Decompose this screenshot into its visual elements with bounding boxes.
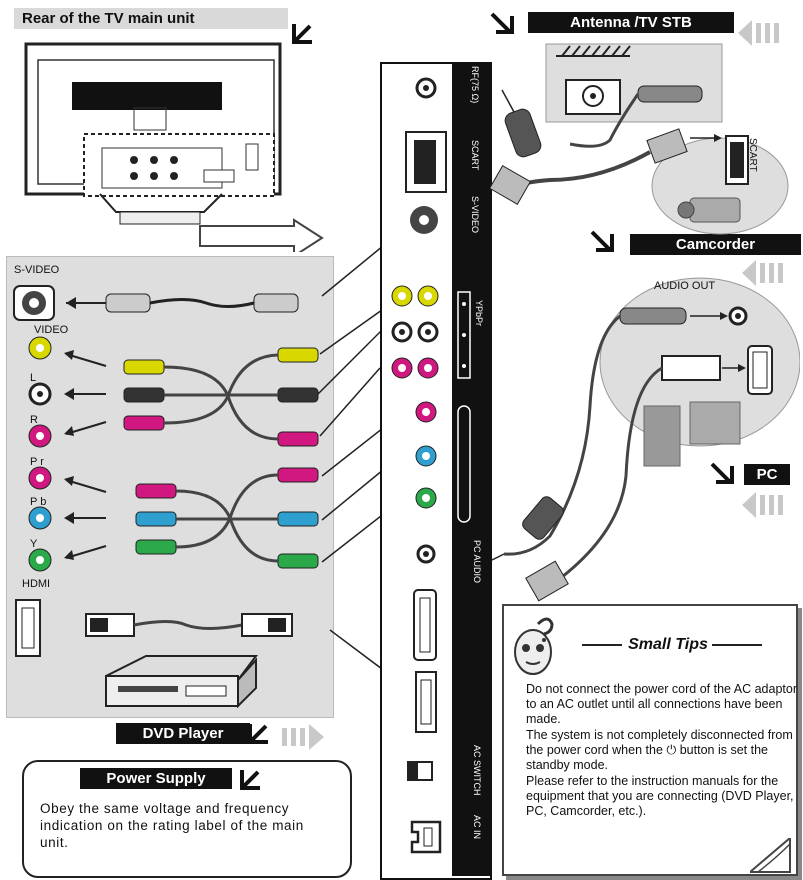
r-label: R: [30, 414, 38, 426]
rear-arrow-icon: [292, 24, 312, 44]
pc-icon: [643, 401, 741, 467]
ypbpr-port-label: YPbPr: [474, 300, 484, 327]
pc-audio-port-label: PC AUDIO: [472, 540, 482, 584]
tv-rear-illustration: [24, 42, 324, 252]
tip-item: Do not connect the power cord of the AC …: [526, 682, 798, 726]
tip-item: Please refer to the instruction manuals …: [526, 774, 794, 818]
camcorder-arrow-icon: [590, 230, 614, 252]
slot-bracket: [457, 405, 471, 523]
scart-port-icon: [405, 131, 447, 193]
ac-in-label: AC IN: [472, 815, 482, 840]
thinking-face-icon: [514, 617, 554, 675]
pc-arrow-icon: [710, 462, 734, 484]
pc-vga-socket-icon: [747, 345, 773, 395]
svideo-port-label: S-VIDEO: [470, 196, 480, 234]
camcorder-header-label: Camcorder: [675, 236, 756, 253]
antenna-camcorder-illustration: [490, 43, 789, 235]
antenna-arrow-icon: [490, 12, 514, 34]
pc-header-label: PC: [756, 466, 778, 483]
power-supply-text: Obey the same voltage and frequency indi…: [40, 801, 304, 850]
ac-switch-icon: [407, 761, 433, 781]
page-curl-icon: [750, 838, 791, 873]
small-tips-title: Small Tips: [556, 636, 788, 654]
video-label: VIDEO: [34, 324, 69, 336]
dvd-arrow-icon: [248, 724, 268, 744]
av-cables-illustration: [13, 285, 319, 709]
small-tips-list: Do not connect the power cord of the AC …: [512, 682, 800, 820]
rear-header-label: Rear of the TV main unit: [22, 10, 195, 27]
vga-port-icon: [413, 589, 437, 661]
y-label: Y: [30, 538, 38, 550]
rear-header: Rear of the TV main unit: [14, 8, 288, 29]
power-header-label: Power Supply: [106, 770, 206, 787]
ac-switch-label: AC SWITCH: [472, 745, 482, 796]
dvd-header-label: DVD Player: [142, 725, 224, 742]
camcorder-direction-icon: [742, 260, 783, 286]
tip-item: The system is not completely disconnecte…: [526, 728, 793, 772]
power-header: Power Supply: [80, 768, 232, 789]
camcorder-header: Camcorder: [630, 234, 801, 255]
pc-header: PC: [744, 464, 790, 485]
power-arrow-icon: [240, 770, 260, 790]
hdmi-jack-icon: [15, 599, 41, 657]
antenna-header-label: Antenna /TV STB: [570, 14, 692, 31]
scart-right-label: SCART: [747, 138, 758, 172]
rf-port-label: RF(75 Ω): [470, 66, 480, 104]
hdmi-label: HDMI: [22, 578, 51, 590]
svideo-label: S-VIDEO: [14, 264, 60, 276]
pr-label: P r: [30, 456, 44, 468]
antenna-header: Antenna /TV STB: [528, 12, 734, 33]
ypbpr-bracket: [457, 291, 471, 379]
dvd-header: DVD Player: [116, 723, 250, 744]
scart-socket-icon: [725, 135, 749, 185]
dvd-player-icon: [105, 655, 258, 709]
hdmi-port-icon: [415, 671, 437, 733]
pb-label: P b: [30, 496, 47, 508]
small-tips-title-text: Small Tips: [628, 636, 708, 653]
pc-illustration: [491, 277, 800, 602]
audio-out-label: AUDIO OUT: [654, 280, 716, 292]
ac-in-port-icon: [410, 820, 442, 854]
pc-direction-icon: [742, 492, 783, 518]
scart-port-label: SCART: [470, 140, 480, 171]
panel-ports: [391, 77, 447, 854]
antenna-wall-socket-icon: [556, 45, 631, 115]
dvd-direction-icon: [282, 724, 324, 750]
l-label: L: [30, 372, 37, 384]
svideo-jack-icon: [13, 285, 55, 321]
camcorder-icon: [677, 197, 741, 223]
antenna-direction-icon: [738, 20, 779, 46]
